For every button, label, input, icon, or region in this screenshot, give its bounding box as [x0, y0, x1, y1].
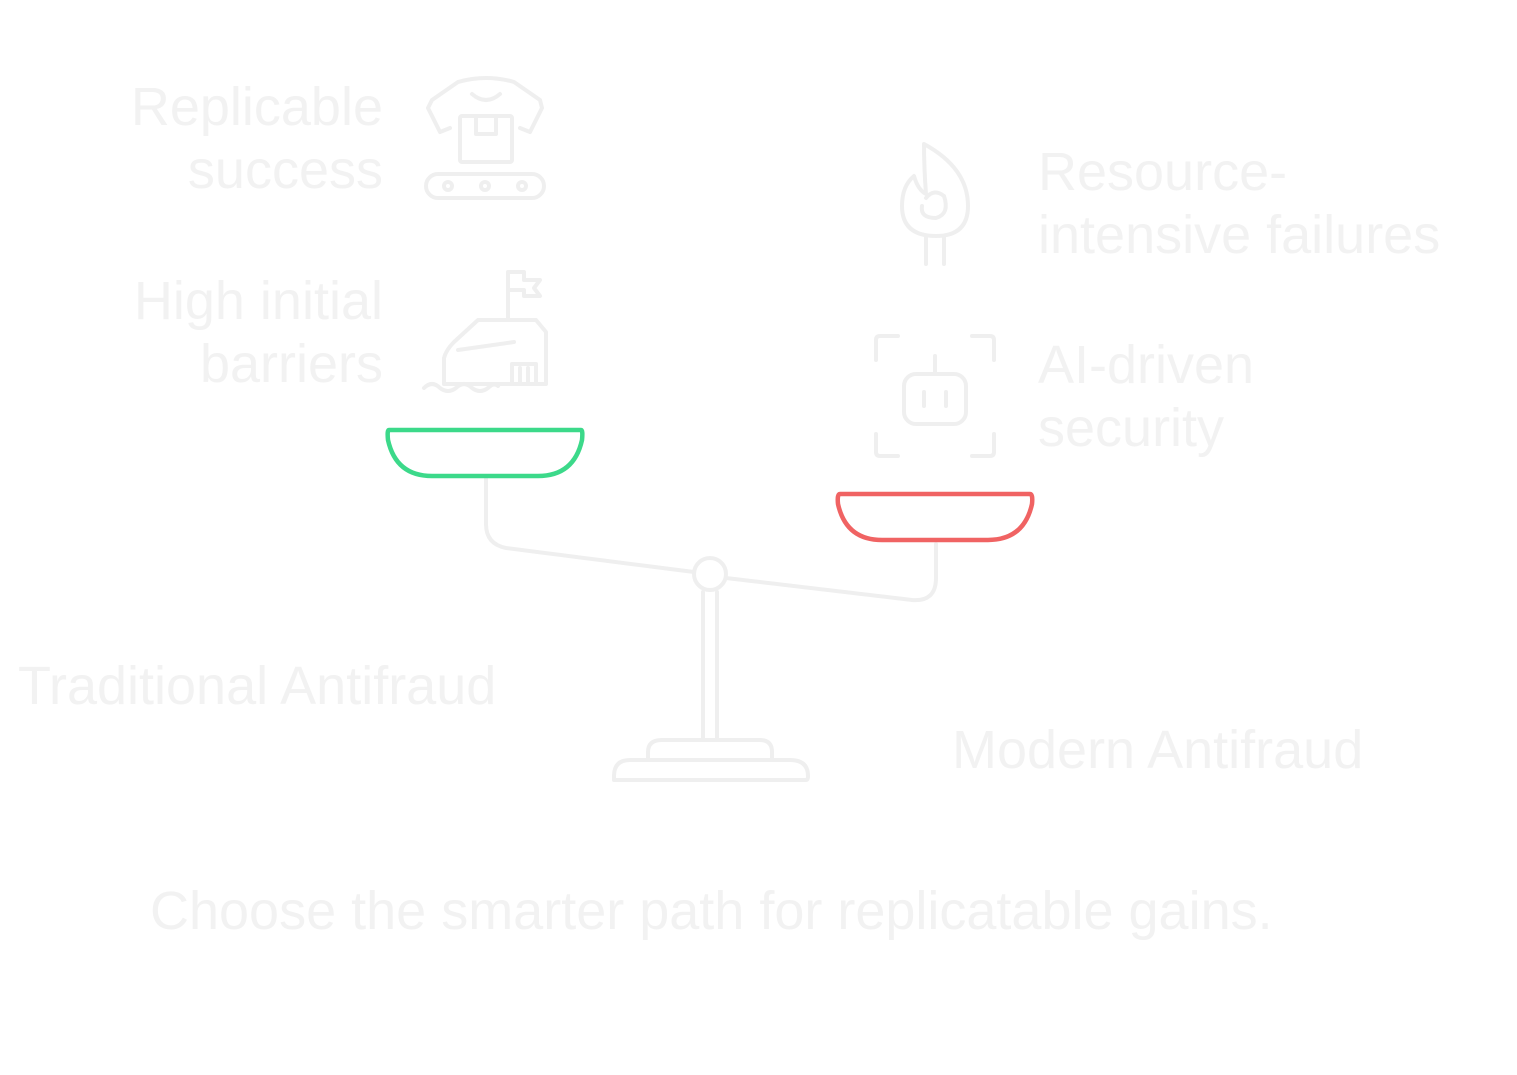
scale-post — [701, 590, 719, 742]
right-side-title: Modern Antifraud — [952, 720, 1364, 780]
scale-base — [612, 758, 810, 782]
right-item-label-1: Resource- intensive failures — [1038, 142, 1441, 265]
robot-face-scan-icon — [874, 334, 996, 458]
right-item-label-2: AI-driven security — [1038, 335, 1255, 458]
scale-beam-left — [484, 476, 696, 574]
robot-arm-conveyor-icon — [424, 76, 546, 200]
burning-match-icon — [900, 142, 970, 266]
right-pan — [835, 491, 1035, 543]
scale-pivot — [692, 556, 728, 592]
factory-flag-icon — [422, 270, 548, 393]
left-pan — [385, 427, 585, 479]
scale-beam-right — [724, 542, 938, 603]
scale-base-top — [646, 738, 774, 762]
left-side-title: Traditional Antifraud — [18, 656, 497, 716]
left-item-label-2: High initial barriers — [133, 271, 383, 394]
footer-caption: Choose the smarter path for replicatable… — [150, 881, 1273, 941]
left-item-label-1: Replicable success — [130, 77, 383, 200]
